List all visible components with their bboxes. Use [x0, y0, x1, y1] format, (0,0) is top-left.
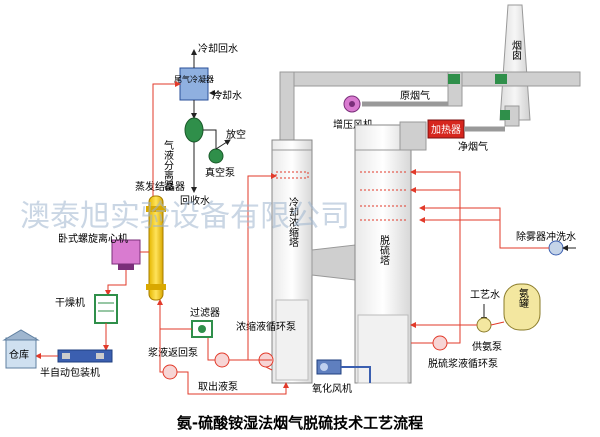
- centrifuge-label: 卧式螺旋离心机: [58, 232, 128, 245]
- evaporator: [146, 195, 166, 301]
- evaporator-label: 蒸发结晶器: [135, 180, 185, 193]
- booster-fan: [343, 95, 361, 113]
- warehouse: [2, 329, 40, 369]
- separator-label: 气液分离器: [162, 139, 174, 191]
- oxidation-fan: [316, 359, 342, 375]
- process-water-label: 工艺水: [470, 289, 500, 301]
- desulf-circ-pump-label: 脱硫浆液循环泵: [428, 357, 498, 370]
- watermark: 澳泰旭实验设备有限公司: [20, 199, 350, 234]
- ammonia-supply-pump: [476, 317, 492, 333]
- heater: 加热器: [427, 119, 465, 139]
- flue-duct: [279, 71, 581, 143]
- slurry-return-pump-label: 浆液返回泵: [148, 346, 198, 359]
- packing-label: 半自动包装机: [40, 366, 100, 379]
- condenser-label: 尾气冷凝器: [174, 74, 214, 84]
- chimney: 烟囱: [499, 4, 531, 121]
- filter: [191, 320, 213, 338]
- desulf-circ-pump: [432, 335, 448, 351]
- mist-wash-label: 除雾器冲洗水: [516, 230, 576, 243]
- raw-gas-label: 原烟气: [400, 89, 430, 102]
- clean-gas-label: 净烟气: [458, 140, 488, 153]
- mist-wash-pump: [548, 240, 564, 256]
- vacuum-pump: [208, 148, 224, 164]
- dryer-label: 干燥机: [55, 296, 85, 309]
- oxidation-fan-label: 氧化风机: [312, 382, 352, 395]
- warehouse-label: 仓库: [9, 348, 29, 361]
- extract-pump-label: 取出液泵: [198, 380, 238, 393]
- ammonia-tank-label: 氨罐: [517, 287, 529, 309]
- desulfurization-tower: 脱硫塔: [354, 121, 427, 384]
- cooling-tower-label: 冷却浓缩塔: [287, 196, 299, 248]
- ammonia-tank: 氨罐: [503, 283, 541, 331]
- slurry-return-pump: [162, 364, 178, 380]
- dryer: [94, 294, 118, 324]
- ammonia-pump-label: 供氨泵: [472, 340, 502, 353]
- cooling-tower: 冷却浓缩塔: [271, 139, 313, 384]
- packing-machine: [57, 349, 113, 363]
- desulf-tower-label: 脱硫塔: [378, 234, 390, 266]
- gas-liquid-separator: [184, 117, 204, 143]
- vent-label: 放空: [226, 128, 246, 141]
- filter-label: 过滤器: [190, 306, 220, 319]
- conc-circ-pump-label: 浓缩液循环泵: [236, 320, 296, 333]
- cooling-water-label: 冷却水: [212, 89, 242, 102]
- extract-pump: [214, 352, 230, 368]
- vacuum-pump-label: 真空泵: [205, 166, 235, 179]
- recycle-water-label: 回收水: [180, 194, 210, 207]
- cooling-water-return-label: 冷却回水: [198, 42, 238, 55]
- heater-label: 加热器: [431, 123, 461, 136]
- page-title: 氨-硫酸铵湿法烟气脱硫技术工艺流程: [177, 414, 423, 432]
- chimney-label: 烟囱: [510, 39, 522, 60]
